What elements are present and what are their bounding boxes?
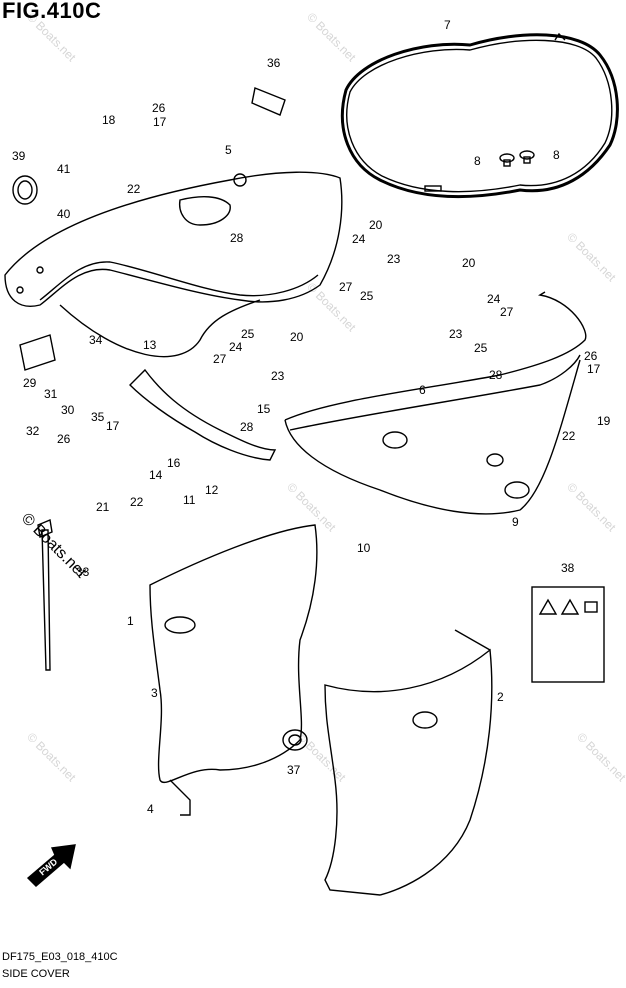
callout-9: 9 bbox=[512, 515, 519, 529]
callout-28: 28 bbox=[240, 420, 254, 434]
lower-cover-right-part bbox=[324, 629, 493, 896]
callout-28: 28 bbox=[230, 231, 244, 245]
callout-16: 16 bbox=[167, 456, 181, 470]
upper-cover-part bbox=[4, 171, 343, 358]
lower-cover-left-part bbox=[149, 524, 318, 816]
cable-tie-part bbox=[37, 519, 53, 671]
forward-arrow bbox=[26, 844, 76, 887]
callout-6: 6 bbox=[419, 383, 426, 397]
plug-part bbox=[504, 481, 530, 499]
callout-20: 20 bbox=[369, 218, 383, 232]
callout-22: 22 bbox=[130, 495, 144, 509]
callout-37: 37 bbox=[287, 763, 301, 777]
callout-20: 20 bbox=[462, 256, 476, 270]
callout-21: 21 bbox=[96, 500, 110, 514]
callout-22: 22 bbox=[562, 429, 576, 443]
callout-15: 15 bbox=[257, 402, 271, 416]
callout-39: 39 bbox=[12, 149, 26, 163]
grommet-part bbox=[499, 150, 535, 167]
callout-10: 10 bbox=[357, 541, 371, 555]
callout-24: 24 bbox=[229, 340, 243, 354]
callout-22: 22 bbox=[127, 182, 141, 196]
callout-17: 17 bbox=[153, 115, 167, 129]
callout-36: 36 bbox=[267, 56, 281, 70]
callout-25: 25 bbox=[474, 341, 488, 355]
callout-26: 26 bbox=[584, 349, 598, 363]
callout-27: 27 bbox=[500, 305, 514, 319]
callout-19: 19 bbox=[597, 414, 611, 428]
figure-name: SIDE COVER bbox=[2, 968, 70, 980]
callout-8: 8 bbox=[553, 148, 560, 162]
callout-29: 29 bbox=[23, 376, 37, 390]
callout-2: 2 bbox=[497, 690, 504, 704]
figure-title: FIG.410C bbox=[2, 0, 102, 23]
callout-25: 25 bbox=[360, 289, 374, 303]
callout-41: 41 bbox=[57, 162, 71, 176]
bracket-part bbox=[129, 368, 277, 461]
callout-38: 38 bbox=[561, 561, 575, 575]
callout-1: 1 bbox=[127, 614, 134, 628]
callout-5: 5 bbox=[225, 143, 232, 157]
callout-31: 31 bbox=[44, 387, 58, 401]
callout-26: 26 bbox=[152, 101, 166, 115]
callout-17: 17 bbox=[106, 419, 120, 433]
callout-23: 23 bbox=[271, 369, 285, 383]
callout-4: 4 bbox=[147, 802, 154, 816]
callout-17: 17 bbox=[587, 362, 601, 376]
callout-33: 33 bbox=[76, 565, 90, 579]
callout-32: 32 bbox=[26, 424, 40, 438]
callout-27: 27 bbox=[213, 352, 227, 366]
callout-24: 24 bbox=[487, 292, 501, 306]
callout-23: 23 bbox=[387, 252, 401, 266]
callout-28: 28 bbox=[489, 368, 503, 382]
callout-3: 3 bbox=[151, 686, 158, 700]
callout-18: 18 bbox=[102, 113, 116, 127]
callout-40: 40 bbox=[57, 207, 71, 221]
callout-25: 25 bbox=[241, 327, 255, 341]
callout-11: 11 bbox=[183, 493, 196, 507]
callout-34: 34 bbox=[89, 333, 103, 347]
callout-13: 13 bbox=[143, 338, 157, 352]
right-cover-part bbox=[284, 291, 587, 515]
callout-30: 30 bbox=[61, 403, 75, 417]
callout-27: 27 bbox=[339, 280, 353, 294]
callout-20: 20 bbox=[290, 330, 304, 344]
grommet-part bbox=[12, 87, 308, 751]
figure-code: DF175_E03_018_410C bbox=[2, 951, 118, 963]
callout-24: 24 bbox=[352, 232, 366, 246]
caution-label-part bbox=[531, 586, 605, 683]
callout-12: 12 bbox=[205, 483, 219, 497]
callout-8: 8 bbox=[474, 154, 481, 168]
callout-23: 23 bbox=[449, 327, 463, 341]
callout-35: 35 bbox=[91, 410, 105, 424]
callout-14: 14 bbox=[149, 468, 163, 482]
callout-26: 26 bbox=[57, 432, 71, 446]
callout-7: 7 bbox=[444, 18, 451, 32]
cover-seal-part bbox=[341, 32, 619, 199]
